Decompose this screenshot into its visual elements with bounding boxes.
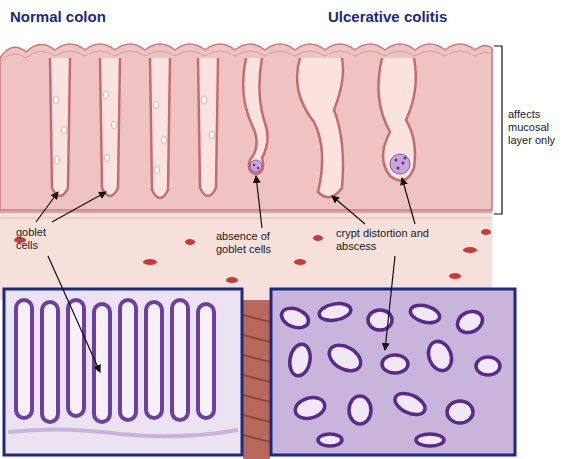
normal-micrograph — [198, 304, 214, 418]
panel-heading: Normal colon — [10, 8, 106, 26]
distorted-crypts — [243, 58, 267, 174]
normal-micrograph — [42, 302, 58, 422]
goblet-cell-dots — [112, 121, 117, 129]
colitis-micrograph — [425, 338, 456, 374]
submucosa-layer — [449, 273, 461, 279]
submucosa-layer — [0, 205, 492, 300]
muscle-strip — [243, 315, 270, 442]
crypt-abscess — [253, 164, 255, 166]
normal-crypts — [100, 58, 120, 196]
goblet-cell-dots — [202, 96, 207, 104]
leader-lines — [332, 196, 365, 224]
normal-micrograph — [4, 289, 242, 455]
colitis-micrograph — [454, 307, 486, 336]
goblet-cell-dots — [55, 156, 60, 164]
crypt-abscess — [257, 167, 259, 169]
colitis-micrograph — [476, 357, 500, 375]
leader-lines — [48, 256, 100, 372]
submucosa-layer — [0, 211, 492, 213]
crypt-abscess — [404, 157, 407, 160]
goblet-cell-dots — [54, 96, 59, 104]
submucosa-layer — [313, 235, 323, 241]
normal-crypts — [150, 58, 170, 198]
goblet-cell-dots — [210, 131, 215, 139]
leader-lines — [256, 176, 262, 228]
panel-heading: Ulcerative colitis — [328, 8, 447, 26]
muscle-strip — [243, 300, 270, 459]
leader-lines — [36, 192, 58, 222]
distorted-crypts — [297, 58, 343, 197]
submucosa-layer — [0, 218, 492, 219]
submucosa-layer — [185, 239, 195, 245]
goblet-cell-dots — [105, 154, 110, 162]
normal-micrograph — [120, 300, 136, 420]
colitis-micrograph — [318, 301, 352, 322]
colitis-micrograph — [271, 289, 515, 455]
normal-crypts — [50, 58, 70, 196]
mucosa-bracket — [494, 46, 502, 214]
goblet-cell-dots — [54, 91, 215, 174]
normal-micrograph — [4, 289, 242, 455]
submucosa-layer — [294, 259, 306, 265]
leader-lines — [52, 192, 106, 222]
normal-micrograph — [16, 300, 32, 418]
submucosa-layer — [226, 277, 238, 283]
muscle-strip — [243, 300, 270, 459]
normal-micrograph — [172, 300, 188, 420]
goblet-cell-dots — [162, 136, 167, 144]
submucosa-layer — [481, 229, 491, 235]
structure-label: goblet cells — [16, 226, 60, 252]
colitis-micrograph — [279, 305, 311, 331]
colitis-micrograph — [416, 434, 444, 446]
mucosa-layer — [0, 44, 492, 210]
crypt-abscess — [402, 162, 405, 165]
goblet-cell-dots — [62, 126, 67, 134]
crypt-abscess — [250, 154, 410, 174]
colitis-micrograph — [382, 355, 408, 373]
mucosa-layer — [0, 44, 492, 210]
colitis-micrograph — [408, 302, 441, 325]
structure-label: crypt distortion and abscess — [336, 227, 458, 253]
submucosa-layer — [143, 259, 157, 265]
normal-micrograph — [146, 302, 162, 418]
colitis-micrograph — [447, 401, 473, 423]
normal-crypts — [198, 58, 218, 196]
normal-micrograph — [16, 300, 214, 422]
colitis-micrograph — [318, 434, 342, 446]
structure-label: absence of goblet cells — [216, 230, 296, 256]
distorted-crypts — [378, 58, 415, 181]
colitis-micrograph — [293, 394, 327, 421]
mucosa-bracket — [494, 46, 502, 214]
leader-lines — [36, 176, 415, 372]
submucosa-layer — [463, 247, 477, 253]
goblet-cell-dots — [154, 101, 159, 109]
colitis-micrograph — [271, 289, 515, 455]
leader-lines — [385, 256, 395, 350]
layer-note: affects mucosal layer only — [508, 108, 574, 147]
colitis-micrograph — [279, 301, 500, 446]
colitis-micrograph — [287, 343, 312, 378]
normal-crypts — [50, 58, 218, 198]
normal-micrograph — [8, 429, 238, 436]
goblet-cell-dots — [155, 166, 160, 174]
colitis-micrograph — [325, 340, 365, 376]
crypt-abscess — [397, 167, 400, 170]
crypt-abscess — [395, 159, 398, 162]
distorted-crypts — [243, 58, 416, 197]
leader-lines — [402, 178, 415, 224]
crypt-abscess — [390, 154, 410, 174]
submucosa-layer — [0, 205, 492, 300]
goblet-cell-dots — [104, 91, 109, 99]
crypt-abscess — [250, 160, 262, 172]
colitis-micrograph — [349, 396, 371, 424]
colitis-micrograph — [392, 389, 429, 419]
